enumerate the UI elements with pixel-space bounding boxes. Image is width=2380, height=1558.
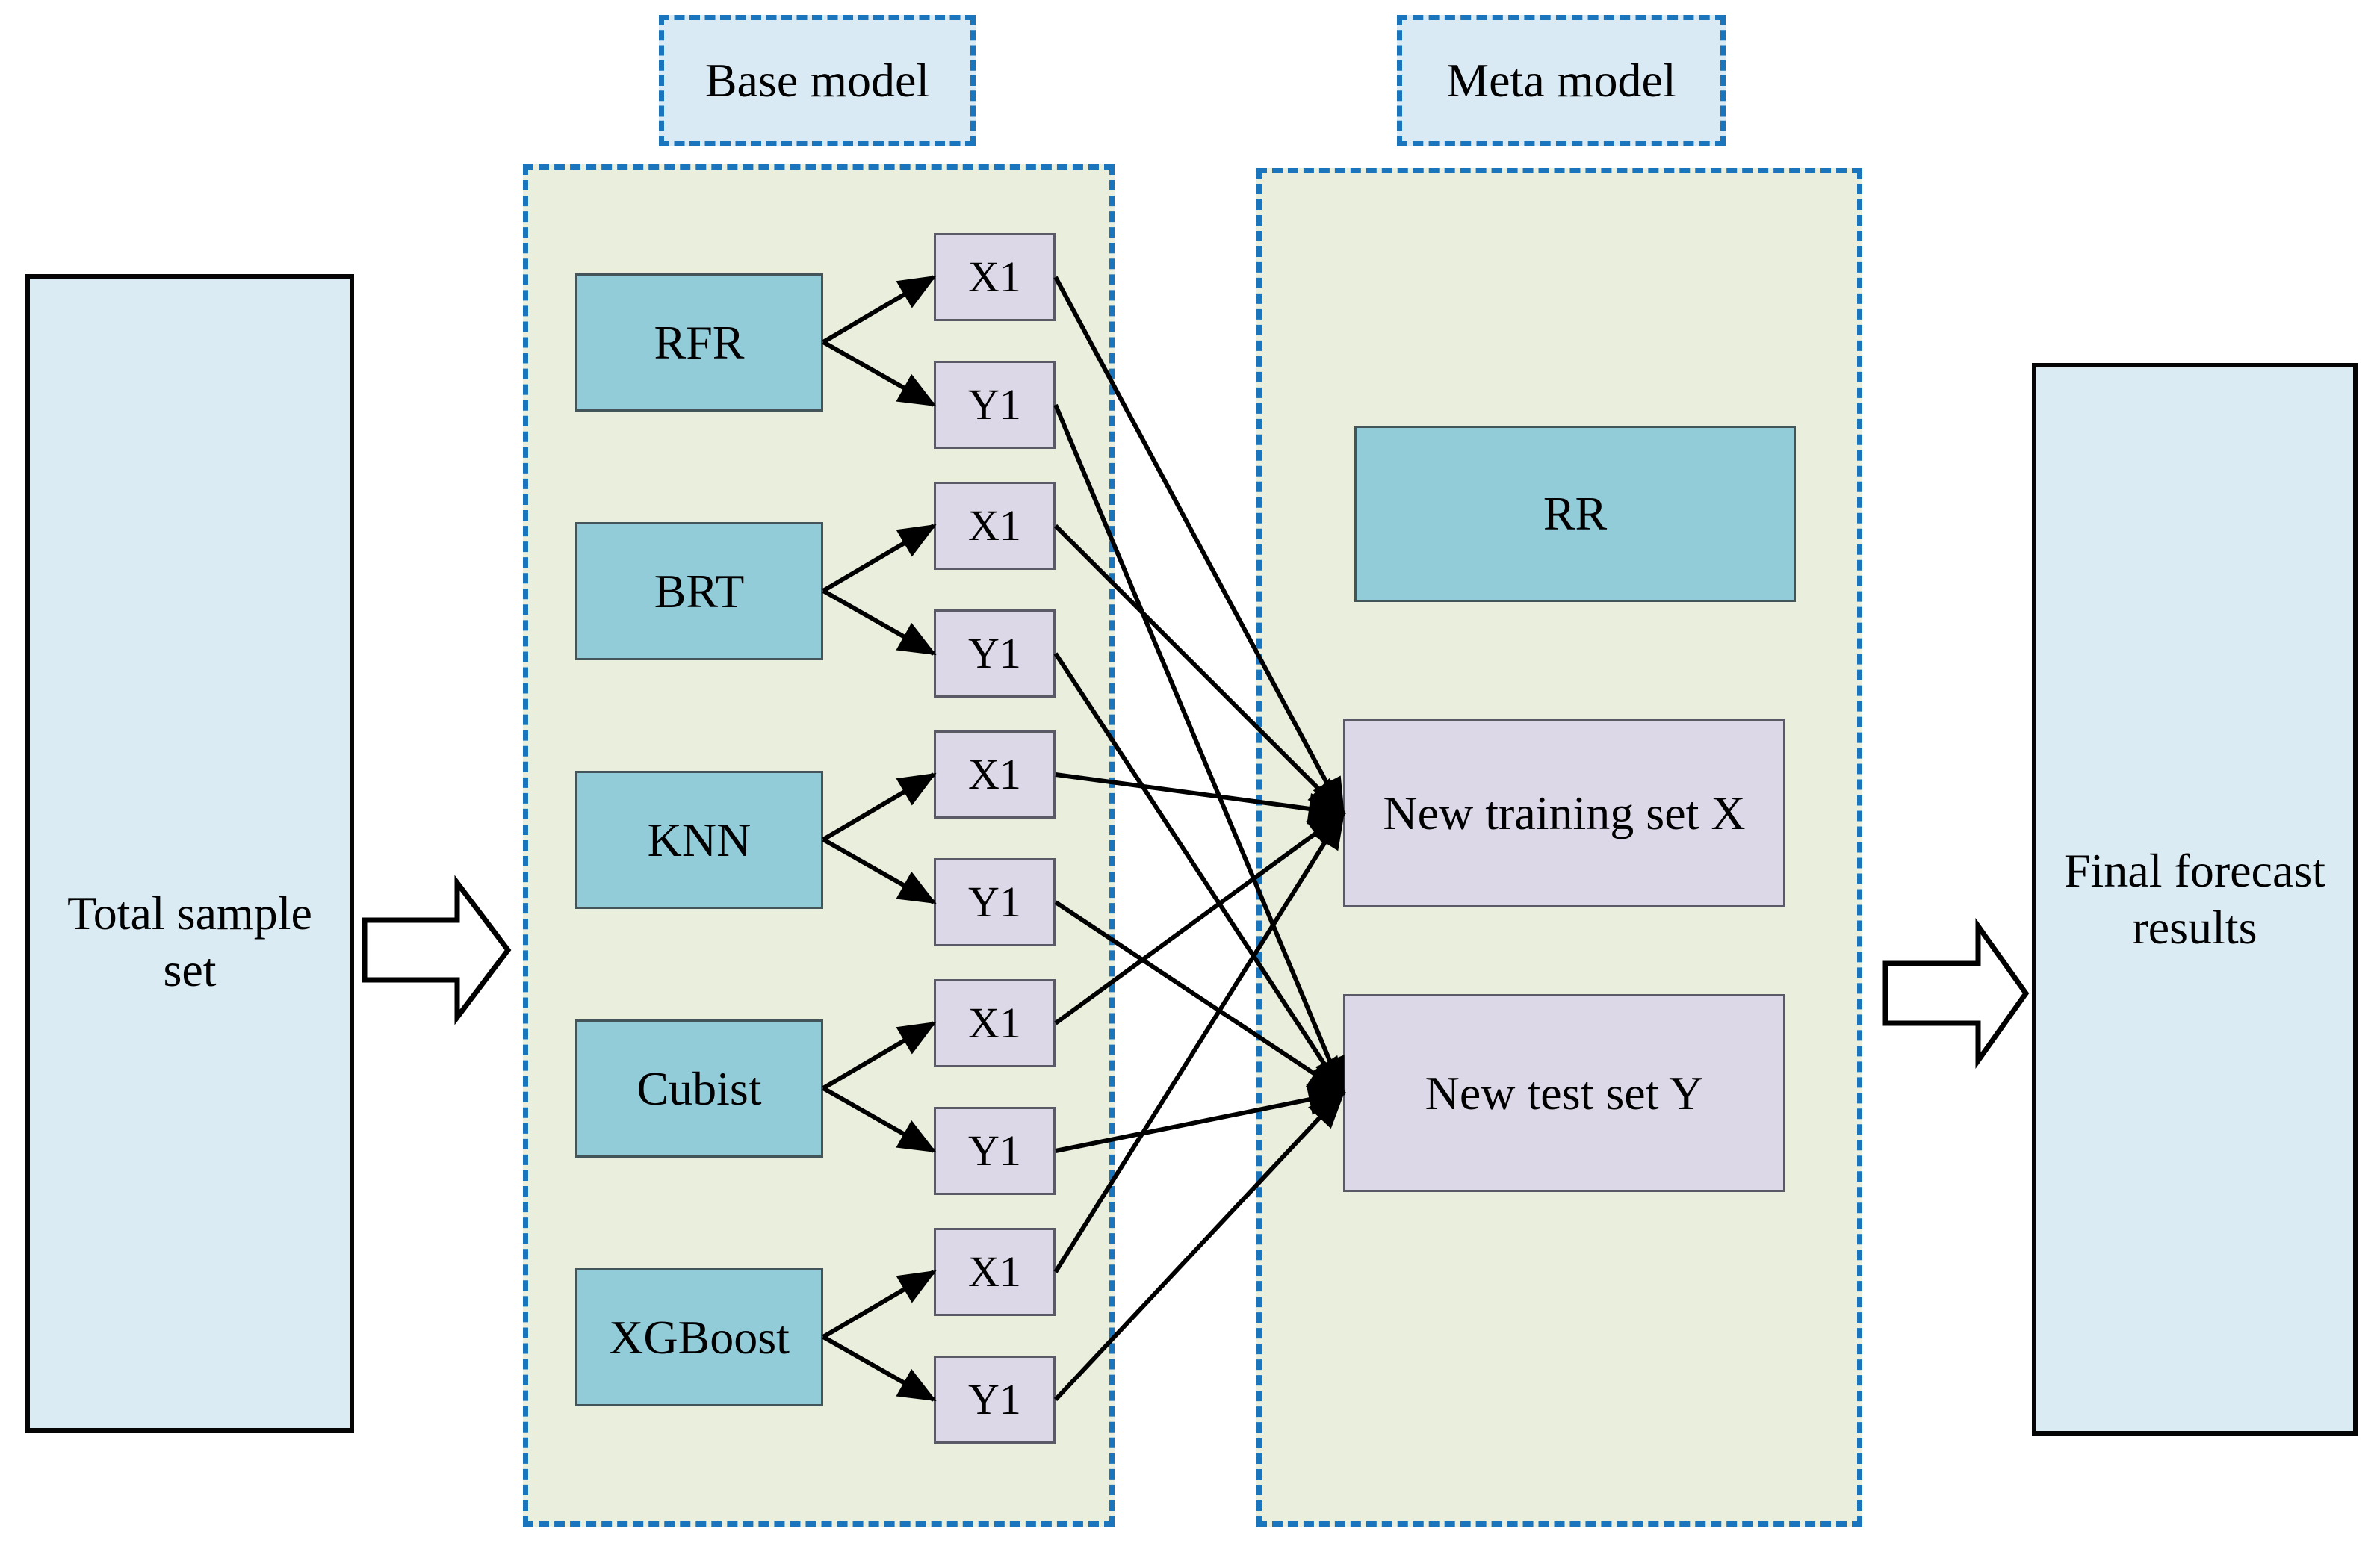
final-results-label-line2: results bbox=[2132, 901, 2257, 954]
final-results-label-line1: Final forecast bbox=[2063, 844, 2326, 898]
flow-arrow-input-icon bbox=[362, 875, 512, 1025]
total-sample-set-label-line2: set bbox=[163, 943, 217, 996]
total-sample-set-label-line1: Total sample bbox=[67, 886, 312, 940]
base-model-brt: BRT bbox=[575, 522, 823, 660]
new-training-set-x-box: New training set X bbox=[1343, 719, 1785, 907]
base-model-rfr: RFR bbox=[575, 273, 823, 412]
final-forecast-results-box: Final forecast results bbox=[2032, 363, 2358, 1436]
base-model-section-label: Base model bbox=[659, 15, 976, 146]
base-model-knn: KNN bbox=[575, 771, 823, 909]
meta-model-section-label: Meta model bbox=[1397, 15, 1726, 146]
rfr-x1-box: X1 bbox=[934, 233, 1056, 321]
cubist-x1-box: X1 bbox=[934, 979, 1056, 1067]
base-model-xgboost: XGBoost bbox=[575, 1268, 823, 1406]
xgboost-x1-box: X1 bbox=[934, 1228, 1056, 1316]
meta-model-rr-box: RR bbox=[1354, 426, 1796, 602]
flow-arrow-output-icon bbox=[1882, 918, 2030, 1069]
rfr-y1-box: Y1 bbox=[934, 361, 1056, 449]
brt-y1-box: Y1 bbox=[934, 609, 1056, 698]
brt-x1-box: X1 bbox=[934, 482, 1056, 570]
cubist-y1-box: Y1 bbox=[934, 1107, 1056, 1195]
xgboost-y1-box: Y1 bbox=[934, 1356, 1056, 1444]
knn-y1-box: Y1 bbox=[934, 858, 1056, 946]
new-test-set-y-box: New test set Y bbox=[1343, 994, 1785, 1192]
total-sample-set-box: Total sample set bbox=[25, 274, 354, 1433]
knn-x1-box: X1 bbox=[934, 730, 1056, 819]
base-model-cubist: Cubist bbox=[575, 1019, 823, 1158]
